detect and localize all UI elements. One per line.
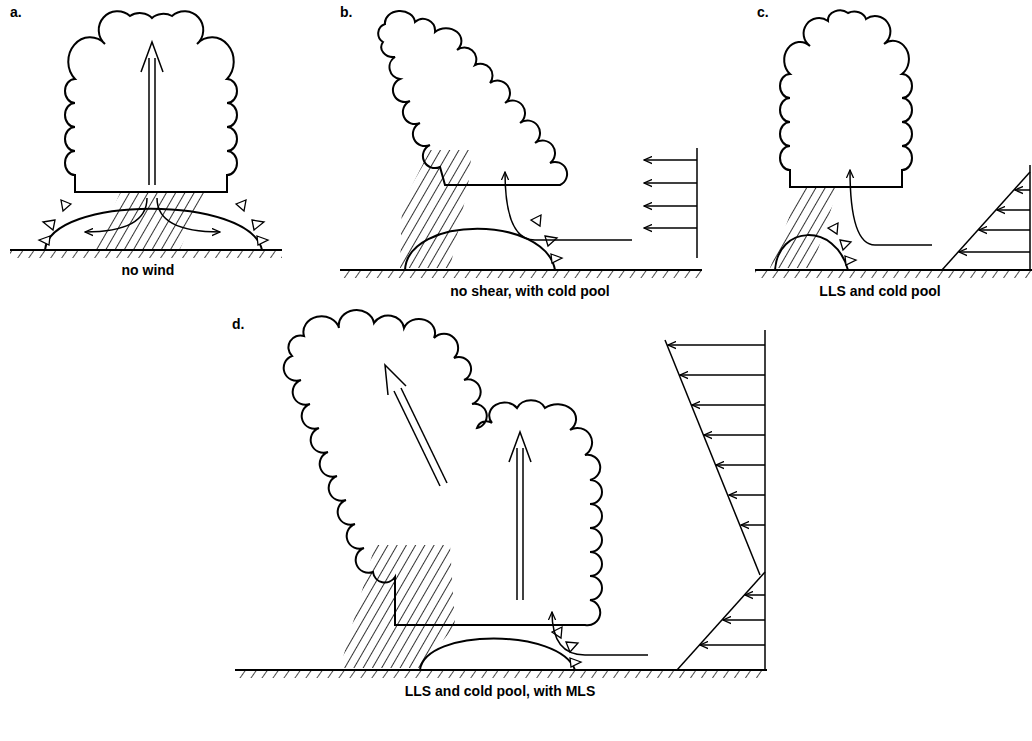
- inflow-arrow: [850, 170, 932, 245]
- panel-caption: no shear, with cold pool: [450, 283, 609, 299]
- gust-front-barb: [61, 200, 71, 211]
- cold-pool: [420, 639, 575, 671]
- wind-arrow: [729, 494, 765, 496]
- cold-pool: [775, 235, 848, 270]
- rain-hatch: [770, 188, 838, 268]
- wind-arrow: [745, 594, 765, 596]
- panel-caption: LLS and cold pool: [819, 283, 940, 299]
- outflow-arrow: [85, 198, 147, 232]
- wind-arrow: [1015, 189, 1030, 191]
- shear-profile: [677, 572, 765, 670]
- inflow-arrow: [505, 172, 632, 240]
- wind-arrow: [723, 619, 765, 621]
- gust-front-barb: [257, 236, 268, 245]
- cloud: [65, 11, 237, 192]
- updraft-arrow: [141, 42, 163, 72]
- wind-profile-axis: [696, 148, 698, 258]
- wind-arrow: [979, 229, 1030, 231]
- shear-profile: [942, 172, 1030, 270]
- wind-arrow: [644, 182, 697, 184]
- gust-front-barb: [531, 215, 541, 226]
- cloud: [378, 11, 567, 185]
- panel-caption: no wind: [122, 262, 175, 278]
- panel-letter: b.: [340, 4, 352, 20]
- wind-arrow: [700, 644, 765, 646]
- gust-front-barb: [840, 240, 851, 250]
- cold-pool: [45, 209, 262, 250]
- wind-arrow: [680, 374, 765, 376]
- ground-hatch: [340, 270, 702, 278]
- wind-profile-axis: [764, 330, 766, 670]
- outflow-arrow: [157, 198, 220, 232]
- ground-line: [235, 669, 767, 671]
- gust-front-barb: [545, 236, 557, 246]
- ground-hatch: [235, 670, 767, 678]
- tilted-updraft-arrow: [394, 391, 440, 486]
- gust-front-barb: [828, 223, 838, 234]
- inflow-arrow: [552, 612, 648, 655]
- panel-caption: LLS and cold pool, with MLS: [405, 683, 596, 699]
- ground-line: [340, 269, 702, 271]
- updraft-arrow: [522, 448, 524, 600]
- gust-front-barb: [39, 236, 50, 245]
- rain-hatch: [95, 193, 205, 249]
- ground-hatch: [755, 270, 1032, 278]
- wind-arrow: [704, 434, 765, 436]
- wind-arrow: [741, 524, 765, 526]
- gust-front-barb: [236, 200, 246, 211]
- updraft-arrow: [154, 58, 156, 185]
- wind-arrow: [692, 404, 765, 406]
- gust-front-barb: [43, 220, 55, 230]
- gust-front-barb: [845, 256, 856, 265]
- ground-hatch: [10, 250, 282, 258]
- wind-arrow: [644, 159, 697, 161]
- gust-front-barb: [252, 220, 264, 230]
- wind-arrow: [644, 227, 697, 229]
- rain-hatch: [400, 150, 472, 268]
- cold-pool: [405, 229, 555, 270]
- updraft-arrow: [516, 448, 518, 600]
- panel-letter: a.: [10, 4, 22, 20]
- tilted-updraft-arrow: [401, 388, 447, 483]
- cloud: [780, 10, 912, 187]
- wind-arrow: [997, 209, 1030, 211]
- wind-arrow: [716, 464, 765, 466]
- wind-profile-axis: [1029, 165, 1031, 270]
- panel-letter: c.: [757, 4, 769, 20]
- wind-arrow: [644, 205, 697, 207]
- wind-arrow: [668, 344, 765, 346]
- gust-front-barb: [570, 658, 581, 667]
- gust-front-barb: [551, 254, 562, 263]
- wind-arrow: [959, 251, 1030, 253]
- panel-letter: d.: [232, 316, 244, 332]
- ground-line: [10, 249, 282, 251]
- ground-line: [755, 269, 1032, 271]
- updraft-arrow: [509, 432, 531, 462]
- updraft-arrow: [148, 58, 150, 185]
- tilted-updraft-arrow: [385, 365, 406, 395]
